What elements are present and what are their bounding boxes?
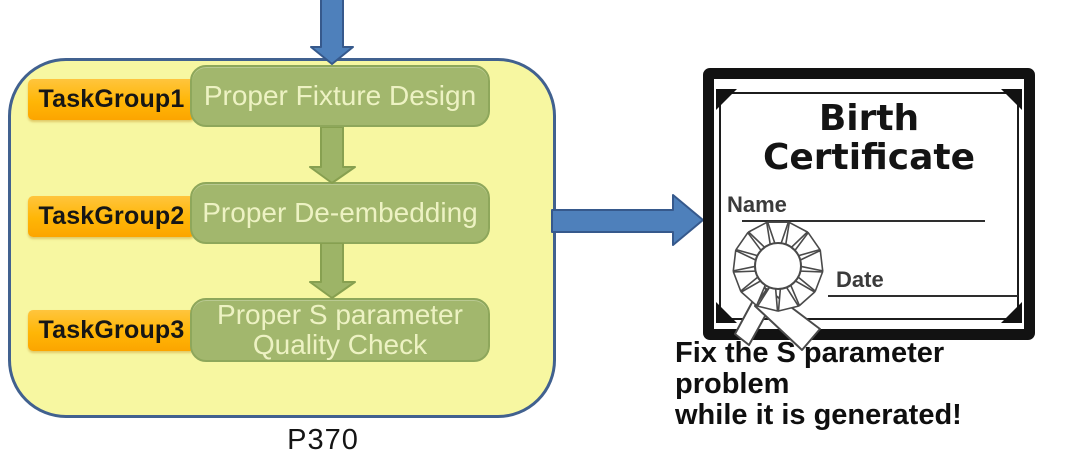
certificate-title-line2: Certificate xyxy=(762,137,976,178)
step-quality-check-label: Proper S parameter Quality Check xyxy=(217,299,463,360)
annotation-line2: while it is generated! xyxy=(675,399,962,431)
flow-arrow-down-2-icon xyxy=(309,243,356,299)
certificate-name-field-label: Name xyxy=(727,192,787,217)
step-de-embedding: Proper De-embedding xyxy=(190,182,490,244)
step-quality-check: Proper S parameter Quality Check xyxy=(190,298,490,362)
taskgroup3-tag-label: TaskGroup3 xyxy=(38,316,185,344)
certificate-name-line xyxy=(742,220,985,222)
taskgroup3-tag: TaskGroup3 xyxy=(28,310,195,351)
award-rosette-icon xyxy=(732,221,824,351)
step-fixture-design: Proper Fixture Design xyxy=(190,65,490,127)
certificate-inner-border xyxy=(719,92,1019,320)
step-fixture-design-label: Proper Fixture Design xyxy=(203,80,477,111)
certificate-title: Birth Certificate xyxy=(714,99,1024,177)
taskgroup1-tag-label: TaskGroup1 xyxy=(38,85,185,113)
taskgroup2-tag: TaskGroup2 xyxy=(28,196,195,237)
taskgroup1-tag: TaskGroup1 xyxy=(28,79,195,120)
taskgroup2-tag-label: TaskGroup2 xyxy=(38,202,185,230)
output-arrow-right-icon xyxy=(551,194,704,246)
certificate-date-field-label: Date xyxy=(836,267,884,292)
container-caption: P370 xyxy=(287,424,359,456)
certificate-date-line xyxy=(828,295,1018,297)
flow-arrow-down-1-icon xyxy=(309,127,356,184)
birth-certificate: Birth Certificate Name Date xyxy=(703,68,1035,351)
certificate-title-line1: Birth xyxy=(818,98,920,139)
annotation-line1: Fix the S parameter problem xyxy=(675,337,945,400)
certificate-annotation: Fix the S parameter problem while it is … xyxy=(675,338,1060,431)
input-arrow-down-icon xyxy=(310,0,354,65)
step-de-embedding-label: Proper De-embedding xyxy=(202,197,478,228)
